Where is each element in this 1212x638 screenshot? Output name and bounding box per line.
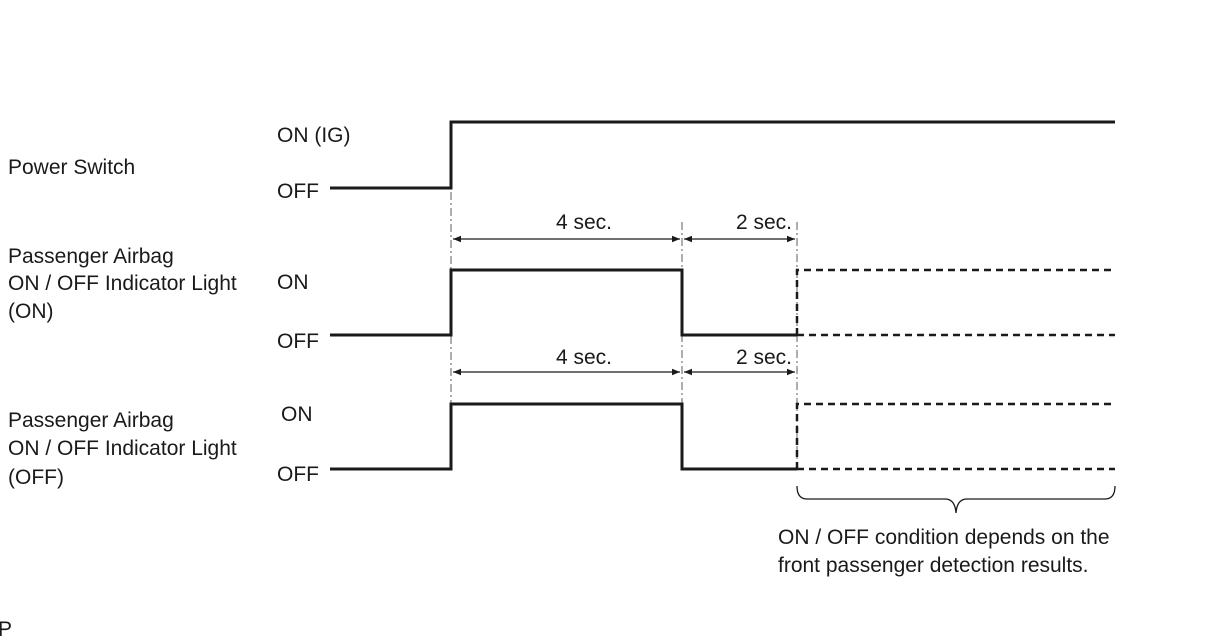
- indicator-off-2-sec-label: 2 sec.: [736, 346, 792, 369]
- indicator-on-undetermined-high: [795, 268, 1115, 335]
- indicator-on-label-line-3: (ON): [8, 300, 54, 323]
- indicator-off-off-state-label: OFF: [277, 463, 319, 486]
- indicator-on-on-state-label: ON: [277, 271, 309, 294]
- corner-mark: P: [0, 618, 12, 638]
- indicator-on-off-state-label: OFF: [277, 330, 319, 353]
- indicator-on-waveform: [330, 268, 797, 337]
- power-switch-off-state-label: OFF: [277, 180, 319, 203]
- indicator-on-2-sec-label: 2 sec.: [736, 211, 792, 234]
- note-line-2: front passenger detection results.: [778, 554, 1089, 577]
- indicator-off-label-line-3: (OFF): [8, 466, 64, 489]
- indicator-off-4-sec-label: 4 sec.: [556, 346, 612, 369]
- indicator-off-undetermined-high: [795, 402, 1115, 469]
- indicator-off-waveform: [330, 402, 797, 471]
- curly-brace: [796, 485, 1116, 514]
- power-switch-signal: Power Switch ON (IG) OFF: [8, 120, 1115, 203]
- power-switch-on-state-label: ON (IG): [277, 124, 351, 147]
- power-switch-label: Power Switch: [8, 156, 135, 179]
- indicator-on-signal: Passenger Airbag ON / OFF Indicator Ligh…: [8, 211, 1115, 353]
- indicator-on-label-line-2: ON / OFF Indicator Light: [8, 272, 237, 295]
- indicator-off-label-line-1: Passenger Airbag: [8, 409, 174, 432]
- indicator-off-signal: Passenger Airbag ON / OFF Indicator Ligh…: [8, 346, 1115, 489]
- undetermined-region-note: ON / OFF condition depends on the front …: [778, 485, 1116, 577]
- indicator-on-label-line-1: Passenger Airbag: [8, 245, 174, 268]
- indicator-off-on-state-label: ON: [281, 403, 313, 426]
- indicator-on-4-sec-label: 4 sec.: [556, 211, 612, 234]
- indicator-off-label-line-2: ON / OFF Indicator Light: [8, 437, 237, 460]
- note-line-1: ON / OFF condition depends on the: [778, 526, 1110, 549]
- power-switch-waveform: [330, 120, 1115, 190]
